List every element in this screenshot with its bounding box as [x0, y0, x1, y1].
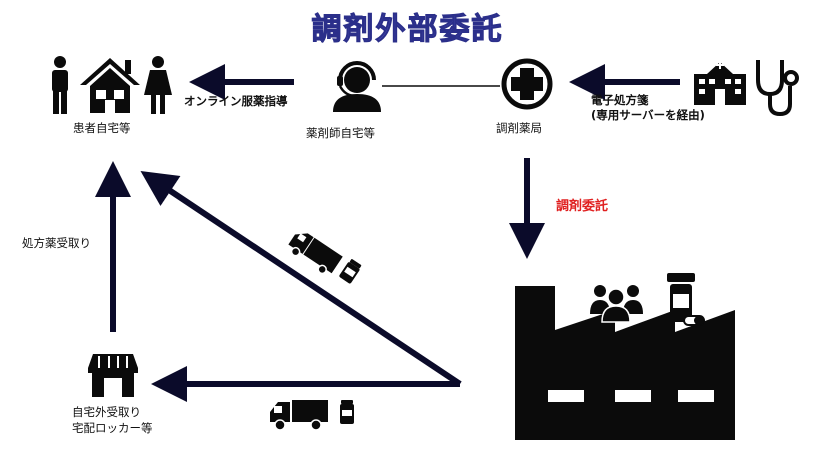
woman-icon: [144, 56, 172, 114]
edge-label-e-prescription-1: 電子処方箋: [591, 93, 649, 107]
storefront-icon: [88, 354, 138, 397]
house-icon: [80, 58, 140, 113]
truck-icon: [270, 400, 328, 431]
group-people-icon: [590, 285, 643, 323]
medicine-bottle-icon: [667, 273, 705, 326]
factory-icon: [515, 286, 735, 440]
man-icon: [52, 56, 68, 114]
edge-label-prescription-pickup: 処方薬受取り: [22, 236, 91, 250]
node-pharmacist-home: 薬剤師自宅等: [306, 126, 375, 140]
edge-label-outsourcing: 調剤委託: [556, 199, 609, 214]
medical-cross-icon: [501, 58, 553, 110]
arrow-delivery-diagonal: [140, 171, 462, 387]
page-title: 調剤外部委託: [311, 12, 504, 48]
node-pickup-locker-2: 宅配ロッカー等: [72, 421, 153, 435]
hospital-icon: [694, 61, 746, 105]
stethoscope-icon: [756, 60, 799, 117]
medicine-bottle-icon: [340, 400, 354, 424]
truck-icon: [288, 233, 343, 275]
edge-label-e-prescription-2: (専用サーバーを経由): [591, 108, 705, 122]
node-pickup-locker-1: 自宅外受取り: [72, 405, 141, 419]
node-dispensing-pharmacy: 調剤薬局: [496, 121, 542, 135]
pharmacist-headset-icon: [333, 61, 381, 112]
edge-label-online-guidance: オンライン服薬指導: [184, 94, 288, 108]
node-patient-home: 患者自宅等: [73, 121, 131, 135]
medicine-bottle-icon: [339, 259, 362, 284]
